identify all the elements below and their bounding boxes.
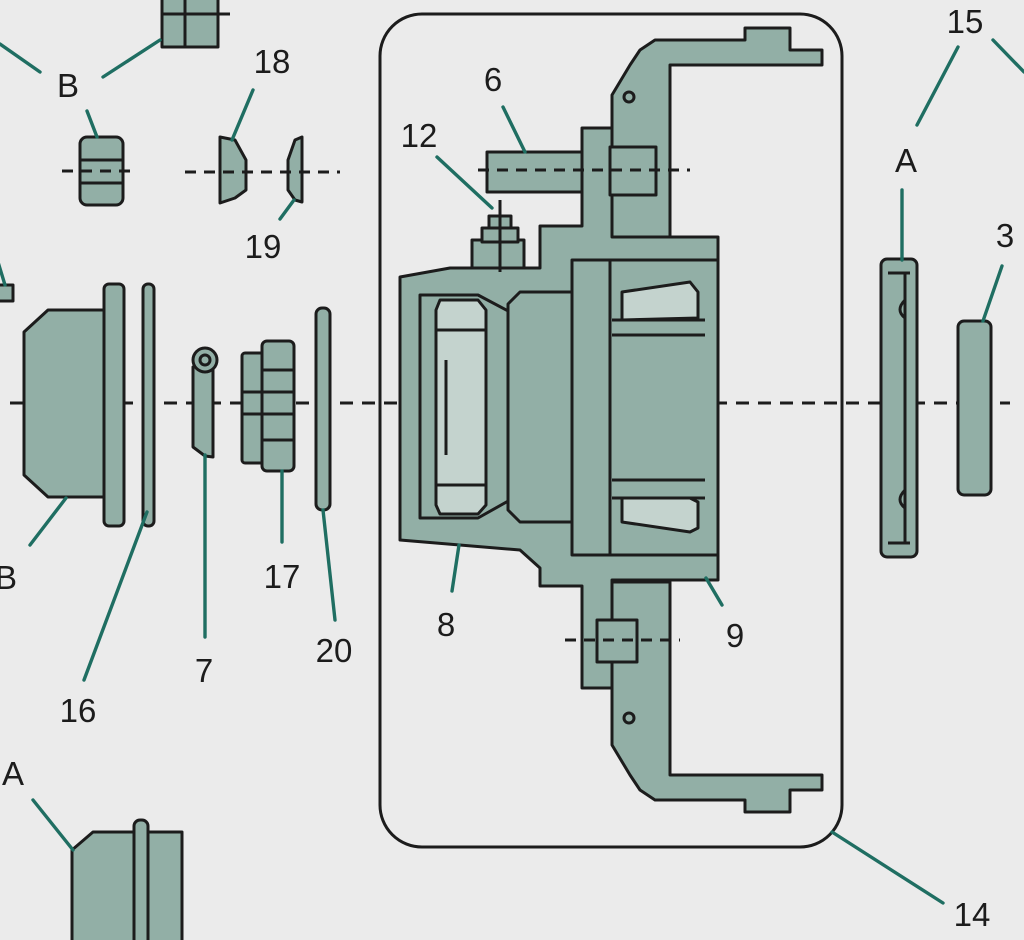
leader-15-a <box>915 45 960 127</box>
leader-left-edge <box>0 262 7 287</box>
assembly-14-frame <box>378 12 844 849</box>
part-17-nut <box>240 339 296 473</box>
part-8-hub <box>398 126 720 690</box>
part-20-thin-ring <box>314 306 332 512</box>
label-16: 16 <box>60 692 97 729</box>
part-16-thin-ring <box>141 282 156 528</box>
part-labels: B 18 19 6 12 15 A 3 B 17 8 9 20 7 16 A 1… <box>0 3 1014 933</box>
leader-b-top-2 <box>101 38 162 79</box>
label-3: 3 <box>996 217 1014 254</box>
part-19-wedge <box>286 135 304 204</box>
leader-3 <box>981 264 1004 323</box>
label-b-left: B <box>0 559 17 596</box>
leader-6 <box>501 105 527 154</box>
label-a-bottom: A <box>2 755 24 792</box>
leader-b-top-1 <box>0 42 42 74</box>
part-7-tab-washer <box>191 346 219 459</box>
label-12: 12 <box>401 117 438 154</box>
leader-16 <box>82 510 149 682</box>
label-17: 17 <box>264 558 301 595</box>
leader-9 <box>704 576 724 607</box>
leader-a-bottom <box>31 798 75 852</box>
leader-19 <box>278 198 296 221</box>
leader-12 <box>435 155 494 210</box>
label-20: 20 <box>316 632 353 669</box>
label-19: 19 <box>245 228 282 265</box>
label-15: 15 <box>947 3 984 40</box>
part-b-small-ring <box>62 135 133 207</box>
label-6: 6 <box>484 61 502 98</box>
leader-b-left <box>28 496 68 547</box>
leader-15-b <box>991 38 1024 74</box>
label-18: 18 <box>254 43 291 80</box>
leader-18 <box>230 88 255 142</box>
part-a-bottom-fragment <box>70 818 184 940</box>
leader-14 <box>830 830 945 905</box>
leader-lines <box>0 38 1024 905</box>
label-9: 9 <box>726 617 744 654</box>
part-3-cap <box>956 319 993 497</box>
leader-20 <box>321 508 337 622</box>
part-18-wedge <box>218 135 248 205</box>
part-b-cup <box>22 282 126 528</box>
label-14: 14 <box>954 896 991 933</box>
part-left-edge-fragment <box>0 283 15 303</box>
label-b-top: B <box>57 67 79 104</box>
label-a-right: A <box>895 142 917 179</box>
part-a-seal <box>879 257 919 559</box>
leader-8 <box>450 543 461 593</box>
label-8: 8 <box>437 606 455 643</box>
leader-b-top-3 <box>85 109 99 139</box>
part-top-left-fragment <box>160 0 230 49</box>
label-7: 7 <box>195 652 213 689</box>
